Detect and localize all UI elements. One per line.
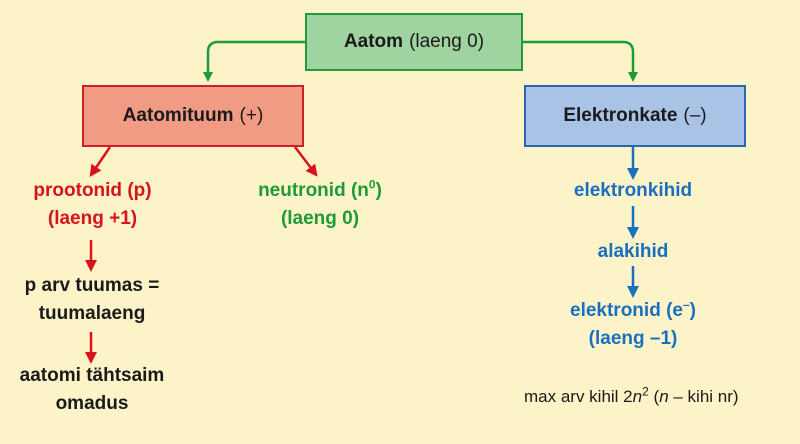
neutrons-title: neutronid (n0) xyxy=(258,177,382,201)
protons-label: prootonid (p) (laeng +1) xyxy=(10,177,175,233)
arrow-atom-to-nucleus xyxy=(203,40,305,82)
atom-charge: (laeng 0) xyxy=(409,31,485,52)
electron-shell-charge: (–) xyxy=(683,105,707,126)
proton-count-label: p arv tuumas = tuumalaeng xyxy=(0,272,184,328)
proton-count-line1: p arv tuumas = xyxy=(24,275,160,296)
nucleus-charge: (+) xyxy=(239,105,264,126)
arrow-nucleus-to-neutrons xyxy=(294,146,318,177)
protons-charge: (laeng +1) xyxy=(47,208,138,229)
neutrons-label: neutronid (n0) (laeng 0) xyxy=(235,177,405,233)
electrons-title: elektronid (e–) xyxy=(570,297,696,321)
electron-shell-box: Elektronkate (–) xyxy=(524,85,746,147)
arrow-nucleus-to-protons xyxy=(89,146,112,177)
electrons-label: elektronid (e–) (laeng –1) xyxy=(533,297,733,353)
electron-shells-label: elektronkihid xyxy=(573,180,693,201)
electrons-charge: (laeng –1) xyxy=(588,328,678,349)
max-electrons-note: max arv kihil 2n2 (n – kihi nr) xyxy=(524,384,739,406)
nucleus-box: Aatomituum (+) xyxy=(82,85,304,147)
subshells-label: alakihid xyxy=(597,241,669,262)
atom-property-label: aatomi tähtsaim omadus xyxy=(0,362,184,418)
protons-title: prootonid (p) xyxy=(33,180,152,201)
atom-box: Aatom (laeng 0) xyxy=(305,13,523,71)
atom-name: Aatom xyxy=(343,31,404,52)
neutrons-charge: (laeng 0) xyxy=(280,208,360,229)
atom-property-line1: aatomi tähtsaim xyxy=(19,365,165,386)
atom-property-line2: omadus xyxy=(55,393,129,414)
arrow-atom-to-shell xyxy=(523,40,638,82)
proton-count-line2: tuumalaeng xyxy=(38,303,146,324)
electron-shell-name: Elektronkate xyxy=(563,105,678,126)
nucleus-name: Aatomituum xyxy=(122,105,234,126)
